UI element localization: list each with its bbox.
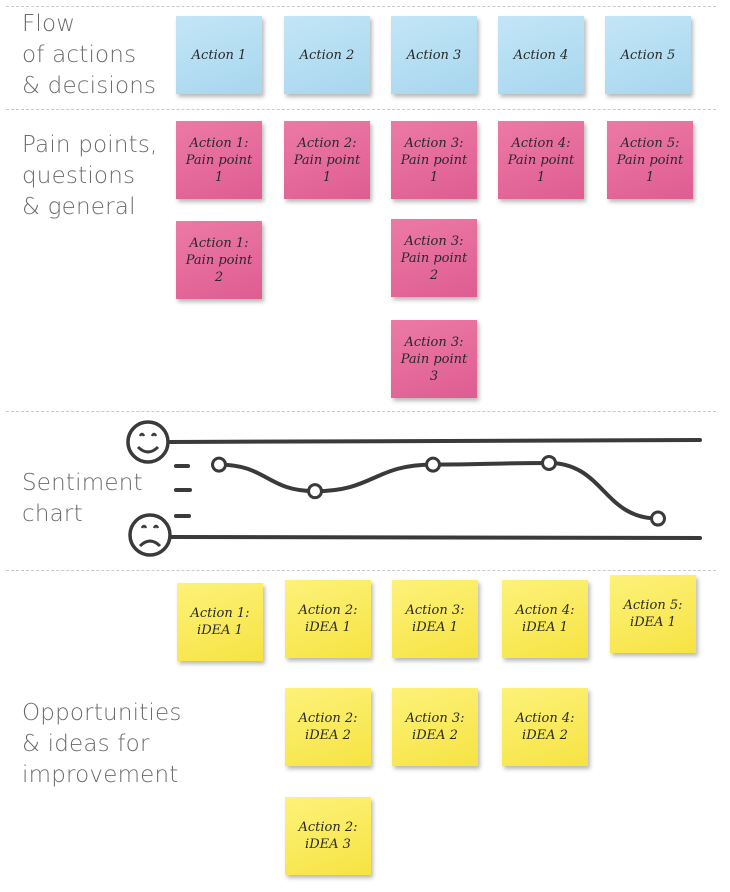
flow-row-label: Flow of actions & decisions xyxy=(22,9,156,102)
action-note-4[interactable]: Action 4 xyxy=(498,16,584,94)
sentiment-label-line: chart xyxy=(22,501,83,527)
idea-note[interactable]: Action 5:iDEA 1 xyxy=(610,575,696,653)
sad-face-icon xyxy=(128,513,172,557)
sentiment-label-line: Sentiment xyxy=(22,470,143,496)
opportunities-label-line: Opportunities xyxy=(22,700,182,726)
flow-label-line: & decisions xyxy=(22,73,157,99)
sentiment-point-action-3 xyxy=(425,456,441,473)
flow-label-line: of actions xyxy=(22,42,137,68)
idea-note[interactable]: Action 4:iDEA 1 xyxy=(502,580,588,658)
opportunities-label-line: & ideas for xyxy=(22,731,150,757)
sentiment-point-action-4 xyxy=(541,454,557,471)
pain-label-line: & general xyxy=(22,194,136,220)
action-note-2[interactable]: Action 2 xyxy=(284,16,370,94)
happy-face-icon xyxy=(126,420,170,464)
sentiment-top-line xyxy=(168,438,702,444)
idea-note[interactable]: Action 3:iDEA 2 xyxy=(392,688,478,766)
sentiment-point-action-1 xyxy=(211,456,227,473)
idea-note[interactable]: Action 3:iDEA 1 xyxy=(392,580,478,658)
opportunities-row-label: Opportunities & ideas for improvement xyxy=(22,698,182,791)
idea-note[interactable]: Action 2:iDEA 1 xyxy=(285,580,371,658)
row-divider xyxy=(6,6,716,7)
sentiment-row-label: Sentiment chart xyxy=(22,468,143,530)
idea-note[interactable]: Action 1:iDEA 1 xyxy=(177,583,263,661)
sentiment-bottom-line xyxy=(170,535,702,540)
idea-note[interactable]: Action 4:iDEA 2 xyxy=(502,688,588,766)
pain-label-line: questions xyxy=(22,163,136,189)
sentiment-point-action-5 xyxy=(650,510,666,527)
idea-note[interactable]: Action 2:iDEA 3 xyxy=(285,797,371,875)
row-divider xyxy=(6,570,716,571)
action-note-1[interactable]: Action 1 xyxy=(176,16,262,94)
row-divider xyxy=(6,411,716,412)
sentiment-point-action-2 xyxy=(307,483,323,500)
opportunities-label-line: improvement xyxy=(22,762,179,788)
idea-note[interactable]: Action 2:iDEA 2 xyxy=(285,688,371,766)
pain-label-line: Pain points, xyxy=(22,132,158,158)
row-divider xyxy=(6,109,716,110)
sentiment-line xyxy=(217,460,660,521)
pain-row-label: Pain points, questions & general xyxy=(22,130,158,223)
action-note-3[interactable]: Action 3 xyxy=(391,16,477,94)
flow-label-line: Flow xyxy=(22,11,76,37)
action-note-5[interactable]: Action 5 xyxy=(605,16,691,94)
